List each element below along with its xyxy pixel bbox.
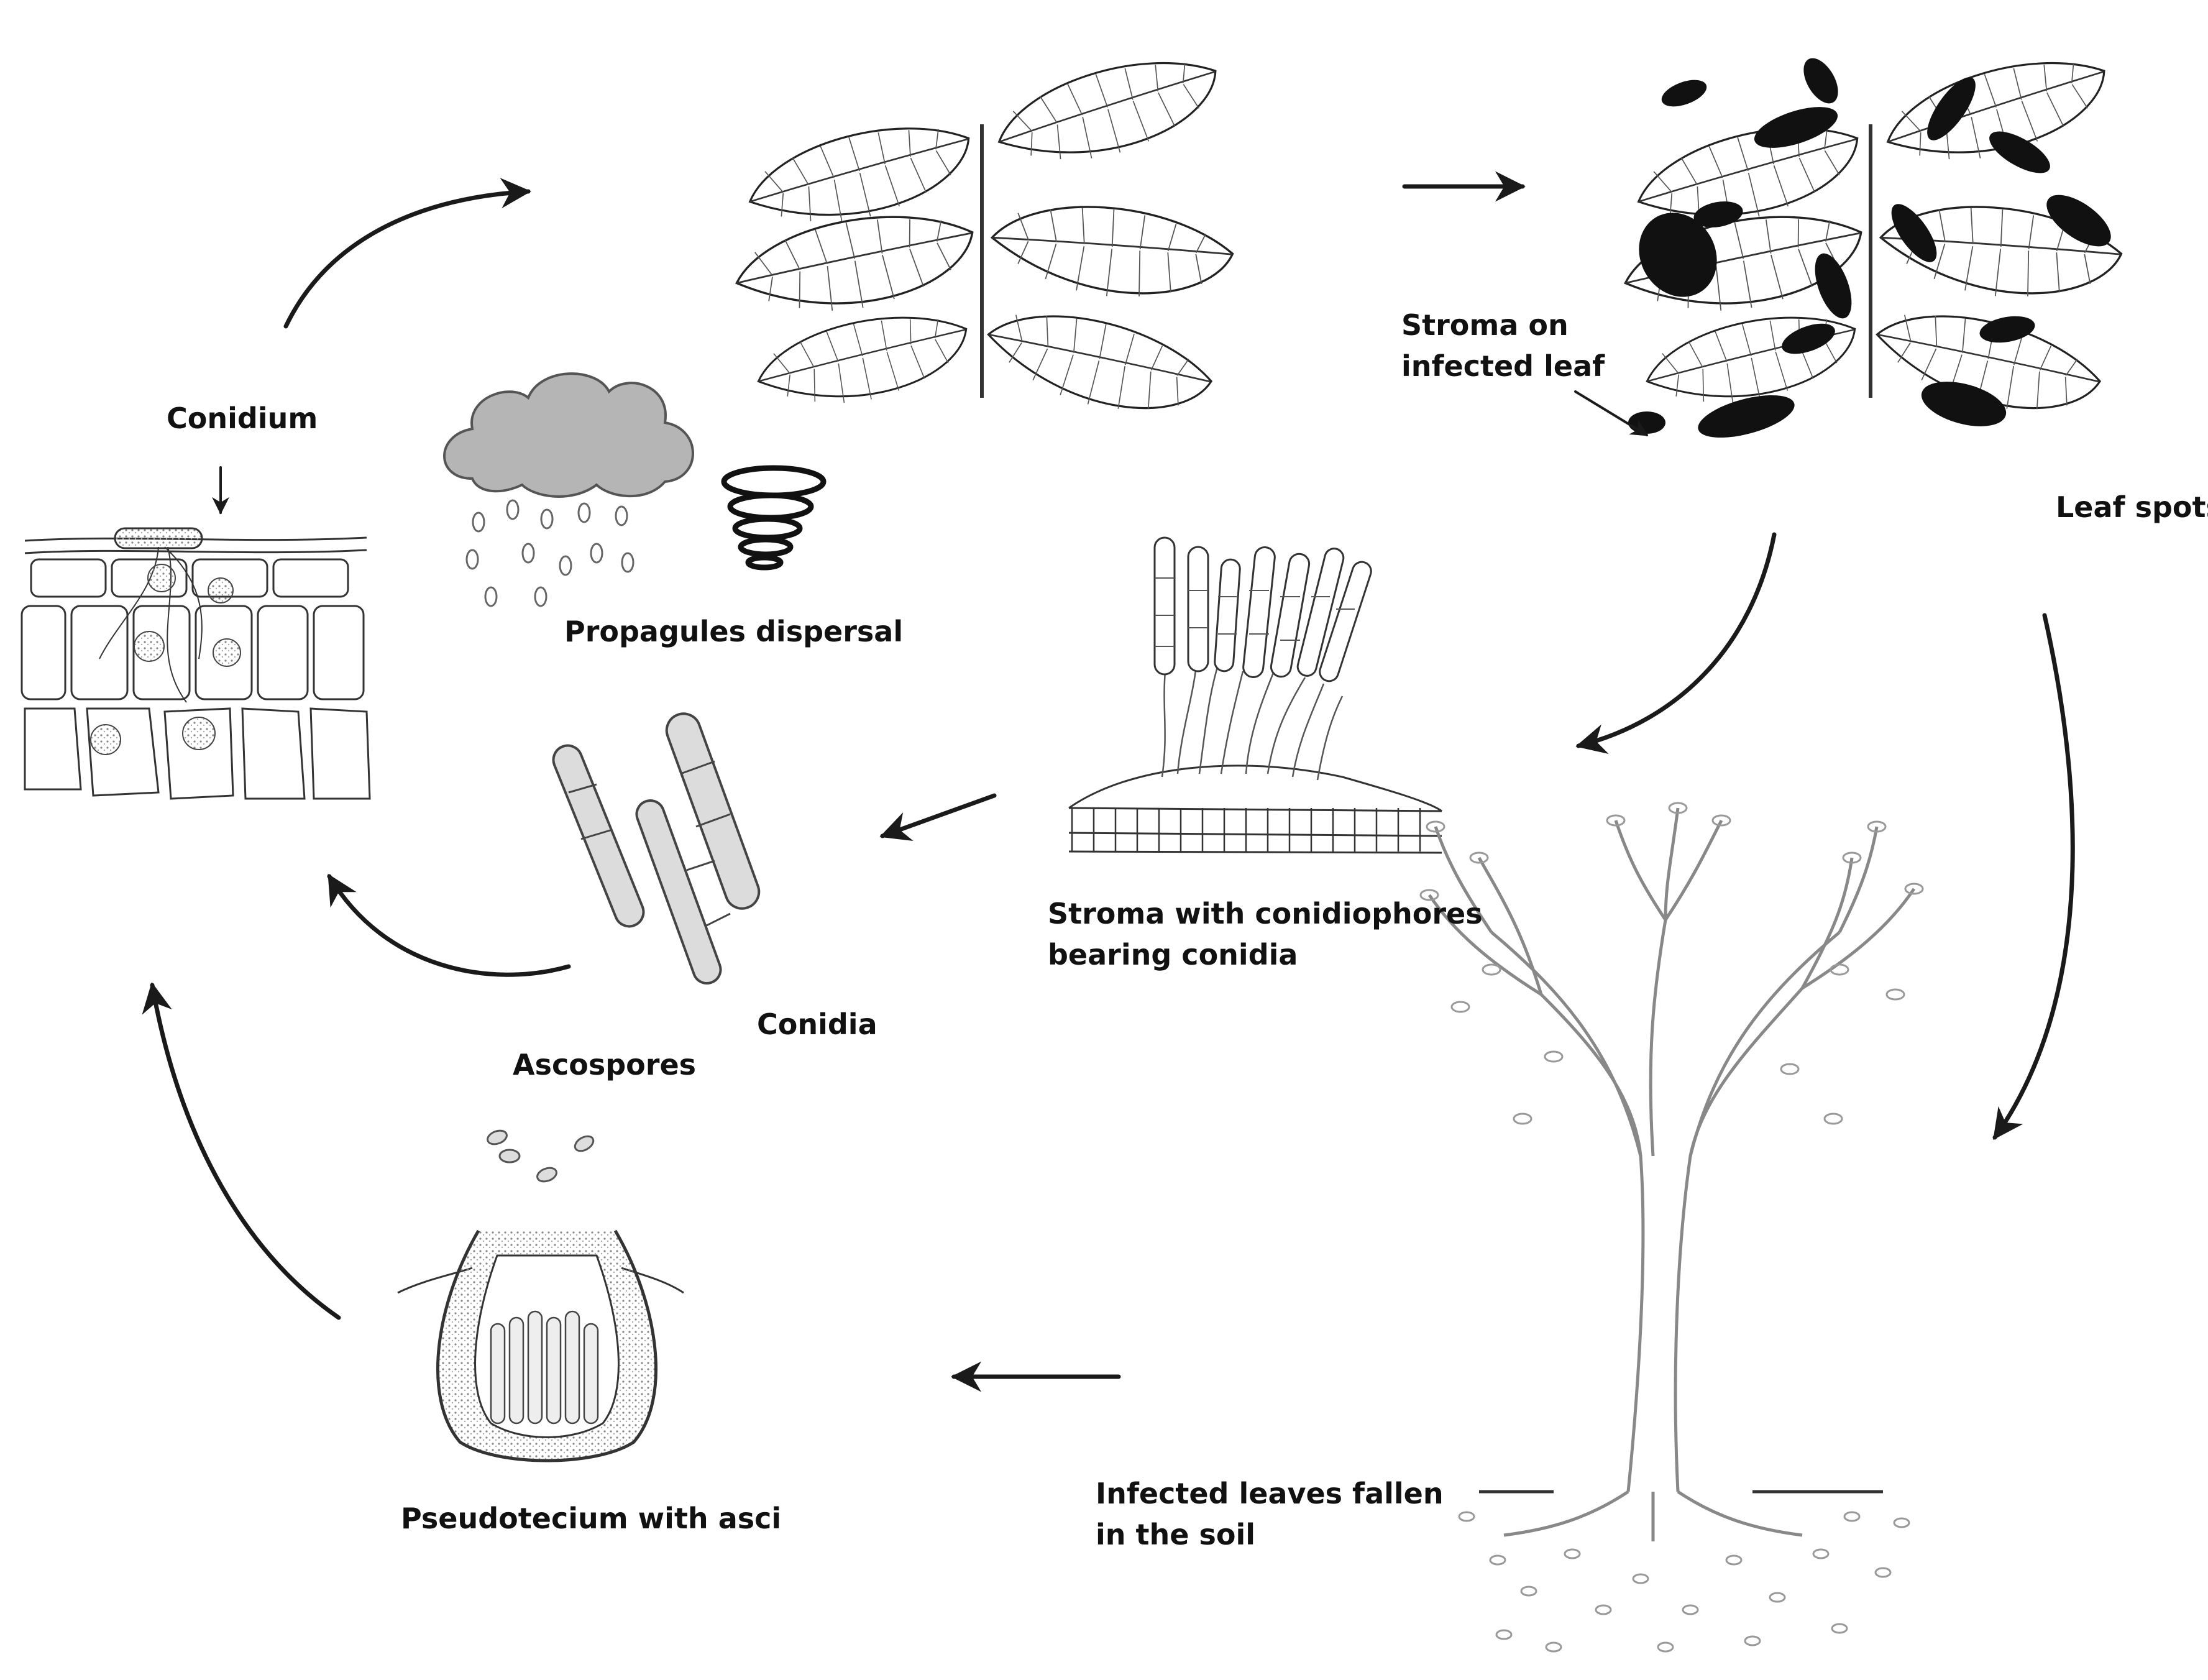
pseudotecium-illustration	[397, 1129, 684, 1462]
label-stroma-on-infected-leaf: Stroma on infected leaf	[1401, 308, 1605, 383]
arrow-conidia-to-section	[327, 873, 571, 977]
leaf-spot-markings	[1628, 58, 2111, 438]
arrow-stroma-label-pointer	[1574, 390, 1649, 436]
label-conidia: Conidia	[757, 1008, 877, 1041]
label-leaf-spots: Leaf spots	[2056, 490, 2208, 524]
rain-cloud-illustration	[443, 372, 694, 607]
label-infected-leaves-fallen: Infected leaves fallen in the soil	[1096, 1477, 1444, 1551]
arrow-infected-to-tree	[1992, 613, 2075, 1140]
label-conidium: Conidium	[167, 402, 318, 435]
cycle-arrows	[142, 171, 2075, 1392]
arrow-infected-to-stroma	[1575, 532, 1777, 755]
tree-illustration	[1419, 802, 1924, 1653]
leaf-tissue-section-illustration	[21, 527, 371, 800]
label-ascospores: Ascospores	[513, 1048, 697, 1081]
label-propagules-dispersal: Propagules dispersal	[564, 615, 904, 648]
healthy-leaves-illustration	[730, 45, 1237, 435]
whirlwind-icon	[721, 465, 827, 571]
label-pseudotecium-with-asci: Pseudotecium with asci	[401, 1502, 782, 1535]
arrow-pseudotecium-to-section	[142, 982, 341, 1320]
label-stroma-with-conidiophores: Stroma with conidiophores bearing conidi…	[1048, 897, 1483, 971]
arrow-conidium-to-leaves	[283, 178, 531, 329]
conidia-illustration	[552, 712, 761, 985]
stroma-conidiophores-illustration	[1068, 536, 1442, 854]
infected-leaves-illustration	[1619, 45, 2125, 438]
arrow-stroma-to-conidia	[879, 793, 997, 842]
